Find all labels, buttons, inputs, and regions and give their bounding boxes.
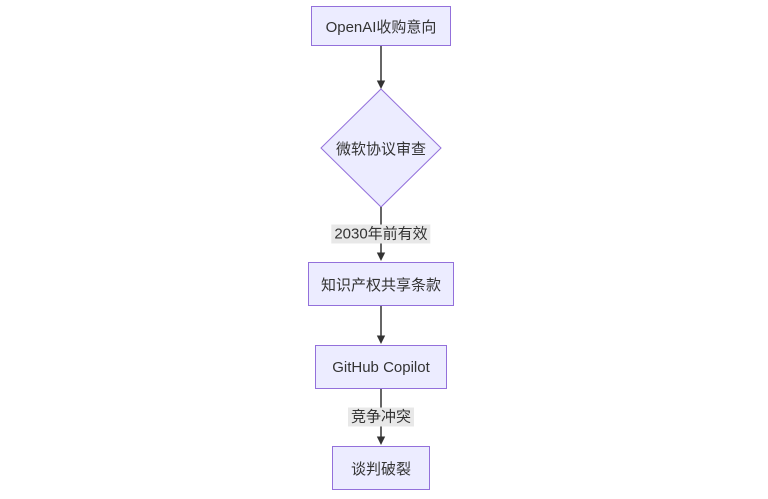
node-label: 微软协议审查: [335, 140, 426, 158]
edge-label-competition-conflict: 竞争冲突: [347, 407, 415, 427]
node-github-copilot: GitHub Copilot: [315, 345, 447, 389]
node-openai-acquisition-intent: OpenAI收购意向: [311, 6, 451, 46]
node-label: 谈判破裂: [350, 460, 411, 478]
edge-c-to-d: [376, 306, 386, 344]
arrowhead-icon: [376, 80, 386, 89]
edge-a-to-b: [376, 46, 386, 89]
node-negotiation-breakdown: 谈判破裂: [332, 446, 430, 490]
node-label: 知识产权共享条款: [320, 276, 441, 294]
node-label: OpenAI收购意向: [325, 18, 437, 36]
node-label: GitHub Copilot: [332, 358, 430, 376]
arrowhead-icon: [376, 252, 386, 261]
decision-microsoft-agreement-review: 微软协议审查: [321, 134, 441, 162]
arrowhead-icon: [376, 436, 386, 445]
arrowhead-icon: [376, 335, 386, 344]
node-ip-sharing-terms: 知识产权共享条款: [308, 262, 454, 306]
edge-label-valid-before-2030: 2030年前有效: [331, 224, 431, 244]
